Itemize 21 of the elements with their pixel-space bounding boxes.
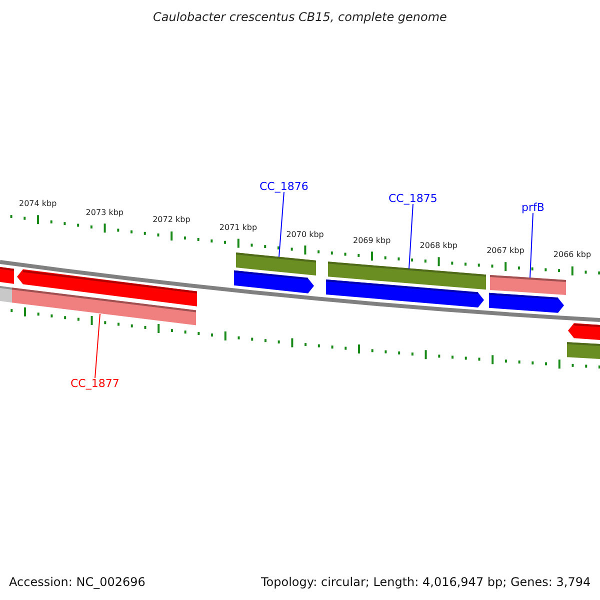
leader-line: [94, 314, 100, 378]
leader-line: [530, 212, 534, 278]
scale-label: 2068 kbp: [420, 242, 458, 250]
gene-label: prfB: [522, 202, 544, 213]
scale-label: 2070 kbp: [286, 230, 324, 238]
gene-bar: [236, 252, 316, 276]
gene-label: CC_1876: [260, 181, 308, 192]
footer-text: Accession: NC_002696: [9, 576, 146, 588]
footer-text: Topology: circular; Length: 4,016,947 bp; Genes: 3,794: [261, 576, 591, 588]
scale-label: 2073 kbp: [86, 208, 124, 217]
diagram-title: Caulobacter crescentus CB15, complete genome: [153, 11, 447, 23]
scale-label: 2072 kbp: [152, 216, 190, 224]
gene-label: CC_1875: [388, 193, 438, 204]
gene-label: CC_1877: [70, 378, 120, 389]
gene-bar: [490, 274, 566, 295]
scale-label: 2074 kbp: [19, 200, 57, 208]
leader-line: [408, 204, 414, 270]
gene-bar: [328, 262, 486, 290]
gene-bar: [12, 288, 196, 326]
leader-line: [278, 192, 284, 258]
scale-label: 2067 kbp: [486, 247, 524, 256]
